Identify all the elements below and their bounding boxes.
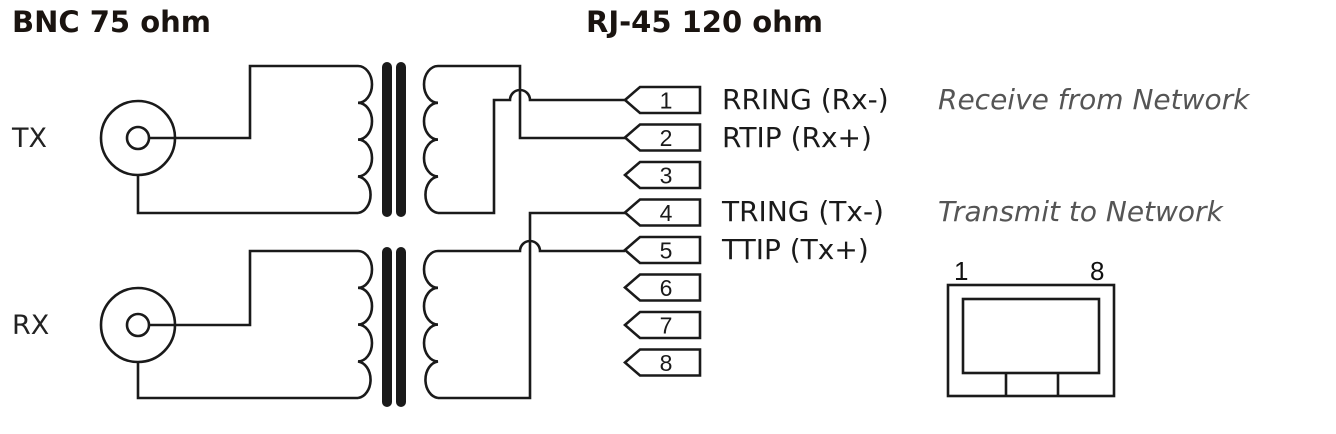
pin-tab-5: 5: [623, 235, 702, 265]
pin-tab-4: 4: [623, 198, 702, 227]
wire-to-pin2: [438, 64, 625, 140]
rx-port-label: RX: [12, 310, 50, 341]
signal-label-pin2: RTIP (Rx+): [722, 121, 872, 154]
rj45-pin-tabs: 1 2 3 4 5 6 7 8: [623, 85, 702, 377]
pin-tab-1: 1: [623, 85, 702, 115]
pin-tab-3: 3: [623, 160, 702, 190]
pin-tab-outline: [623, 160, 702, 190]
wire-to-pin5: [438, 239, 625, 253]
wire-to-pin4: [438, 211, 625, 400]
rx-return-wire: [136, 362, 358, 400]
transmit-description: Transmit to Network: [938, 195, 1223, 228]
jack-pin8-label: 8: [1090, 256, 1105, 286]
pin-tab-outline: [623, 198, 702, 227]
tx-secondary-coil-icon: [422, 64, 439, 215]
tx-port-label: TX: [12, 123, 47, 154]
rj45-heading: RJ-45 120 ohm: [586, 5, 824, 39]
signal-label-pin4: TRING (Tx-): [722, 195, 884, 228]
tx-return-wire: [136, 175, 358, 215]
pin-tab-2: 2: [623, 123, 702, 152]
rx-primary-coil-icon: [357, 249, 374, 400]
jack-pin1-label: 1: [954, 256, 969, 286]
pin-number: 1: [660, 88, 673, 114]
rx-secondary-coil-icon: [422, 249, 439, 400]
receive-description: Receive from Network: [938, 83, 1250, 116]
pin-tab-outline: [623, 235, 702, 265]
pin-tab-7: 7: [623, 310, 702, 340]
pin-tab-8: 8: [623, 348, 702, 377]
signal-label-pin5: TTIP (Tx+): [722, 233, 869, 266]
rj45-jack-face-icon: [946, 283, 1116, 398]
pin-number: 2: [660, 125, 673, 151]
pin-tab-6: 6: [623, 273, 702, 302]
pin-number: 6: [660, 275, 673, 301]
pin-number: 3: [660, 163, 673, 189]
pin-number: 4: [660, 200, 673, 226]
pin-tab-outline: [623, 123, 702, 152]
wire-to-pin1: [438, 88, 625, 215]
pin-tab-outline: [623, 348, 702, 377]
pin-tab-outline: [623, 273, 702, 302]
pin-tab-outline: [623, 85, 702, 115]
rx-primary-wire: [149, 249, 358, 327]
pin-number: 7: [660, 313, 673, 339]
signal-label-pin1: RRING (Rx-): [722, 83, 889, 116]
pin-number: 8: [660, 350, 673, 376]
pin-number: 5: [660, 238, 673, 264]
tx-primary-coil-icon: [357, 64, 374, 215]
pin-tab-outline: [623, 310, 702, 340]
bnc-heading: BNC 75 ohm: [12, 5, 211, 39]
tx-primary-wire: [149, 64, 358, 140]
